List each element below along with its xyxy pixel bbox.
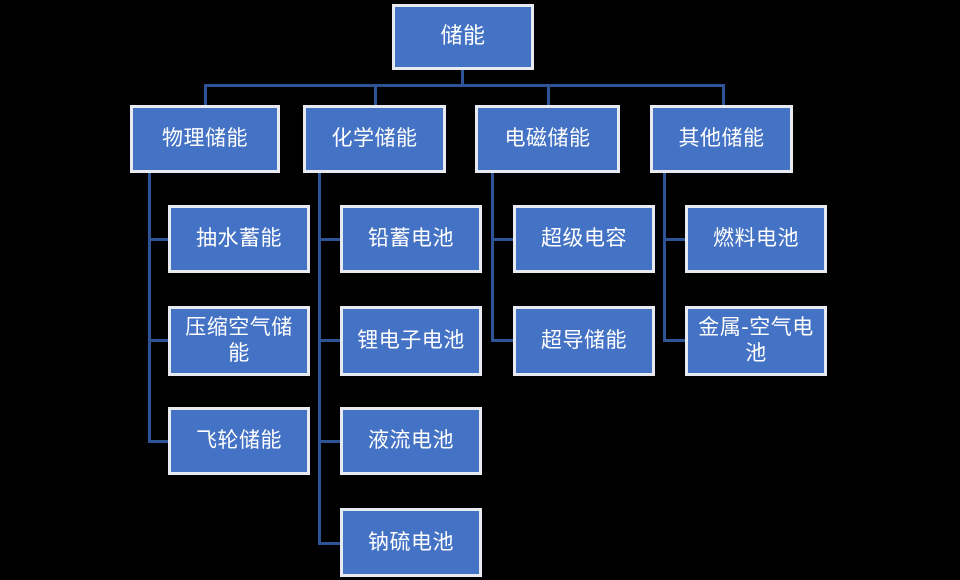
node-metal-air-battery[interactable]: 金属-空气电池 [685, 306, 827, 376]
node-fuel-cell[interactable]: 燃料电池 [685, 205, 827, 273]
connector-stub-physical-1 [148, 238, 170, 241]
node-lithium-battery[interactable]: 锂电子电池 [340, 306, 482, 376]
node-label: 燃料电池 [713, 226, 799, 251]
connector-root-stem [461, 68, 464, 86]
connector-spine-chemical [318, 172, 321, 545]
connector-stub-electromagnetic-1 [491, 238, 513, 241]
node-compressed-air-storage[interactable]: 压缩空气储能 [168, 306, 310, 376]
node-label: 钠硫电池 [368, 529, 454, 554]
connector-bus-drop-1 [204, 84, 207, 106]
node-label: 电磁储能 [504, 126, 591, 151]
node-other-storage[interactable]: 其他储能 [650, 105, 793, 173]
node-chemical-storage[interactable]: 化学储能 [303, 105, 446, 173]
node-label: 飞轮储能 [196, 428, 282, 453]
connector-bus-drop-2 [374, 84, 377, 106]
connector-stub-chemical-3 [318, 440, 340, 443]
node-lead-acid-battery[interactable]: 铅蓄电池 [340, 205, 482, 273]
node-label: 其他储能 [678, 126, 765, 151]
node-label: 液流电池 [368, 428, 454, 453]
node-flywheel-storage[interactable]: 飞轮储能 [168, 407, 310, 475]
node-supercapacitor[interactable]: 超级电容 [513, 205, 655, 273]
node-superconducting-storage[interactable]: 超导储能 [513, 306, 655, 376]
node-flow-battery[interactable]: 液流电池 [340, 407, 482, 475]
node-label: 超导储能 [541, 328, 627, 353]
node-root-energy-storage[interactable]: 储能 [392, 4, 534, 70]
node-label: 抽水蓄能 [196, 226, 282, 251]
node-label: 金属-空气电池 [698, 315, 814, 365]
connector-spine-electromagnetic [491, 172, 494, 342]
node-label: 化学储能 [331, 126, 418, 151]
connector-spine-other [663, 172, 666, 342]
connector-root-bus [204, 84, 725, 87]
connector-stub-physical-3 [148, 440, 170, 443]
node-label: 压缩空气储能 [185, 315, 293, 365]
connector-stub-chemical-4 [318, 542, 340, 545]
node-label: 超级电容 [541, 226, 627, 251]
connector-bus-drop-3 [547, 84, 550, 106]
connector-stub-other-1 [663, 238, 685, 241]
node-sodium-sulfur-battery[interactable]: 钠硫电池 [340, 508, 482, 577]
node-pumped-hydro-storage[interactable]: 抽水蓄能 [168, 205, 310, 273]
connector-stub-electromagnetic-2 [491, 339, 513, 342]
connector-stub-physical-2 [148, 339, 170, 342]
connector-spine-physical [148, 172, 151, 443]
connector-stub-chemical-2 [318, 339, 340, 342]
connector-stub-other-2 [663, 339, 685, 342]
node-label: 储能 [440, 23, 486, 49]
node-label: 铅蓄电池 [368, 226, 454, 251]
node-label: 锂电子电池 [357, 328, 465, 353]
connector-stub-chemical-1 [318, 238, 340, 241]
node-electromagnetic-storage[interactable]: 电磁储能 [475, 105, 620, 173]
node-label: 物理储能 [162, 126, 248, 151]
node-physical-storage[interactable]: 物理储能 [130, 105, 280, 173]
connector-bus-drop-4 [722, 84, 725, 106]
